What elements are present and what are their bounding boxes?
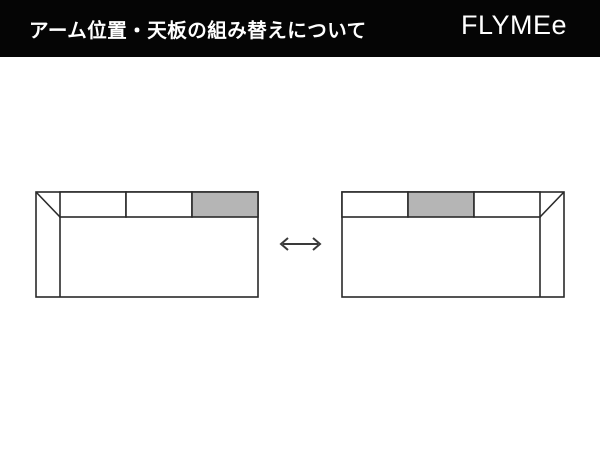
tabletop-segment [407,191,475,218]
sofa-left-arm [35,191,259,298]
backrest-segment [473,191,541,218]
double-arrow-icon [279,237,322,251]
arm-corner [539,191,565,218]
header-bar: アーム位置・天板の組み替えについて FLYMEe [0,0,600,57]
page-title: アーム位置・天板の組み替えについて [29,19,367,42]
backrest-segment [125,191,193,218]
sofa-right-arm [341,191,565,298]
brand-logo: FLYMEe [460,10,567,40]
backrest-segment [59,191,127,218]
backrest-segment [341,191,409,218]
arm-corner [35,191,61,218]
tabletop-segment [191,191,259,218]
